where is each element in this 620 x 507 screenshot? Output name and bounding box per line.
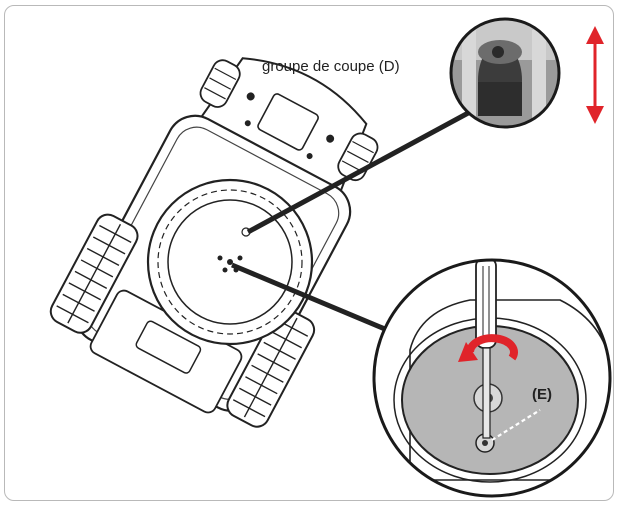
- double-arrow-vertical-icon: [586, 26, 604, 124]
- leader-line-e: [231, 262, 393, 335]
- cutting-group-photo: [449, 17, 561, 129]
- rear-wheel-right: [226, 307, 316, 428]
- rear-wheel-left: [49, 213, 139, 334]
- cutting-disc: [146, 178, 314, 346]
- front-wheel-left: [199, 59, 241, 108]
- screw-label: (E): [532, 386, 552, 403]
- robot-mower: [49, 57, 379, 428]
- rotation-arrow-icon: [458, 334, 518, 362]
- cutting-group-label: groupe de coupe (D): [262, 58, 400, 75]
- screw-detail-inset: [372, 258, 612, 498]
- leader-line-d: [246, 109, 472, 235]
- screwdriver-icon: [475, 260, 497, 439]
